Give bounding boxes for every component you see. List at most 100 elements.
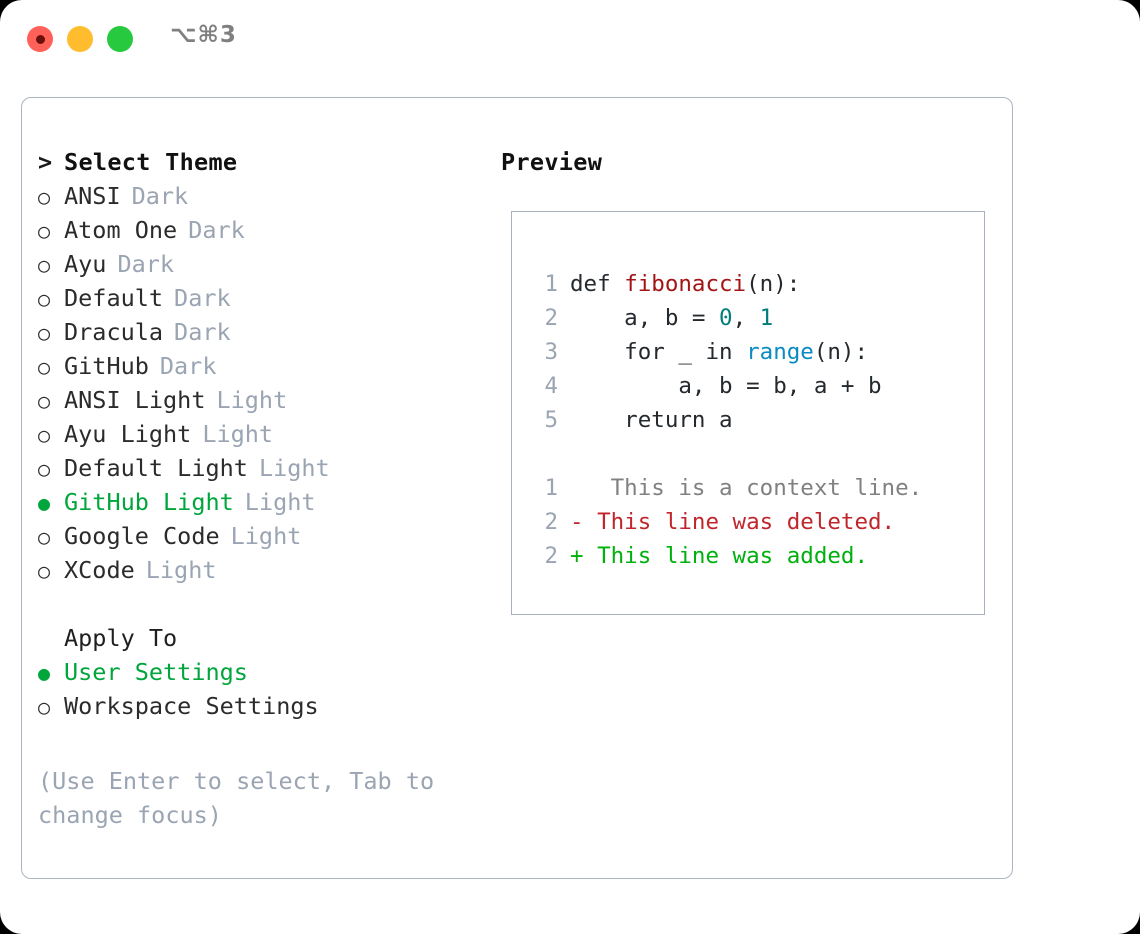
apply-to-heading-label: Apply To (64, 624, 178, 652)
code-line: 5 return a (532, 403, 984, 437)
theme-item-label: ANSI Light (64, 386, 206, 414)
diff-sample: 1 This is a context line.2- This line wa… (532, 471, 984, 573)
zoom-window-button[interactable] (107, 26, 133, 52)
code-line: 2 a, b = 0, 1 (532, 301, 984, 335)
theme-item-tag: Dark (159, 352, 217, 380)
code-token: (n): (746, 271, 801, 297)
radio-unselected-icon[interactable]: ○ (38, 525, 51, 549)
theme-item-label: Ayu Light (64, 420, 192, 448)
code-token: range (746, 339, 814, 365)
theme-item-label: GitHub (64, 352, 149, 380)
radio-unselected-icon[interactable]: ○ (38, 695, 51, 719)
theme-item-label: Default (64, 284, 164, 312)
radio-unselected-icon[interactable]: ○ (38, 457, 51, 481)
apply-to-option[interactable]: ○ Workspace Settings (38, 692, 468, 726)
code-token: for _ in (570, 339, 747, 365)
theme-item-tag: Dark (174, 318, 231, 346)
code-token: fibonacci (624, 271, 747, 297)
theme-list-item[interactable]: ○ Ayu Dark (38, 250, 468, 284)
theme-list-item[interactable]: ○ Dracula Dark (38, 318, 468, 352)
theme-item-label: Atom One (64, 216, 178, 244)
apply-to-list: ● User Settings ○ Workspace Settings (38, 658, 468, 726)
hint-spacer (38, 726, 468, 760)
line-number: 2 (544, 543, 558, 569)
code-token: a, b = b, a + b (570, 373, 882, 399)
radio-selected-icon[interactable]: ● (38, 491, 51, 515)
code-line: 1 def fibonacci(n): (532, 267, 984, 301)
apply-to-option-label: User Settings (64, 658, 248, 686)
radio-unselected-icon[interactable]: ○ (38, 253, 51, 277)
apply-to-option[interactable]: ● User Settings (38, 658, 468, 692)
theme-item-label: Dracula (64, 318, 164, 346)
theme-item-tag: Dark (117, 250, 175, 278)
line-number: 2 (544, 305, 558, 331)
keyboard-hint-text: (Use Enter to select, Tab to change focu… (38, 767, 435, 829)
radio-unselected-icon[interactable]: ○ (38, 559, 51, 583)
theme-item-tag: Light (216, 386, 288, 414)
apply-to-option-label: Workspace Settings (64, 692, 319, 720)
radio-selected-icon[interactable]: ● (38, 661, 51, 685)
theme-list-item[interactable]: ○ ANSI Light Light (38, 386, 468, 420)
theme-item-tag: Dark (188, 216, 245, 244)
radio-unselected-icon[interactable]: ○ (38, 219, 51, 243)
close-window-button[interactable] (27, 26, 53, 52)
theme-item-tag: Dark (131, 182, 189, 210)
apply-to-heading: ○ Apply To (38, 624, 468, 658)
radio-unselected-icon[interactable]: ○ (38, 389, 51, 413)
diff-text: This line was deleted. (583, 509, 896, 535)
code-line: 4 a, b = b, a + b (532, 369, 984, 403)
diff-line: 1 This is a context line. (532, 471, 984, 505)
code-diff-gap (532, 437, 984, 471)
line-number: 1 (544, 271, 558, 297)
theme-item-tag: Light (202, 420, 274, 448)
theme-item-label: XCode (64, 556, 135, 584)
theme-list-item[interactable]: ○ Ayu Light Light (38, 420, 468, 454)
diff-line: 2- This line was deleted. (532, 505, 984, 539)
radio-unselected-icon[interactable]: ○ (38, 287, 51, 311)
theme-item-tag: Light (258, 454, 330, 482)
code-token: 0 (719, 305, 733, 331)
code-token: def (570, 271, 625, 297)
minimize-window-button[interactable] (67, 26, 93, 52)
radio-unselected-icon[interactable]: ○ (38, 355, 51, 379)
theme-list-item[interactable]: ○ XCode Light (38, 556, 468, 590)
theme-list-item[interactable]: ○ GitHub Dark (38, 352, 468, 386)
radio-unselected-icon[interactable]: ○ (38, 185, 51, 209)
diff-marker: + (570, 543, 584, 569)
blank-marker-icon: ○ (38, 627, 64, 651)
theme-item-tag: Light (230, 522, 302, 550)
title-bar: ⌥⌘3 (0, 0, 1140, 78)
theme-item-label: Default Light (64, 454, 248, 482)
line-number: 2 (544, 509, 558, 535)
code-token: return a (570, 407, 733, 433)
theme-list-item[interactable]: ○ Default Light Light (38, 454, 468, 488)
radio-unselected-icon[interactable]: ○ (38, 423, 51, 447)
select-theme-heading: > Select Theme (38, 148, 468, 182)
code-token: 1 (759, 305, 774, 331)
theme-item-tag: Light (145, 556, 217, 584)
diff-marker (570, 471, 584, 505)
code-token: a, b = (570, 305, 720, 331)
code-token: (n): (813, 339, 869, 365)
line-number: 1 (544, 475, 558, 501)
radio-unselected-icon[interactable]: ○ (38, 321, 51, 345)
line-number: 3 (544, 339, 558, 365)
keyboard-shortcut-label: ⌥⌘3 (170, 22, 237, 48)
caret-icon: > (38, 148, 53, 176)
theme-item-tag: Dark (174, 284, 231, 312)
preview-title: Preview (501, 148, 603, 176)
theme-list-item[interactable]: ○ Default Dark (38, 284, 468, 318)
theme-item-tag: Light (244, 488, 316, 516)
code-line: 3 for _ in range(n): (532, 335, 984, 369)
theme-list-item[interactable]: ○ Atom One Dark (38, 216, 468, 250)
theme-item-label: Ayu (64, 250, 107, 278)
line-number: 5 (544, 407, 558, 433)
